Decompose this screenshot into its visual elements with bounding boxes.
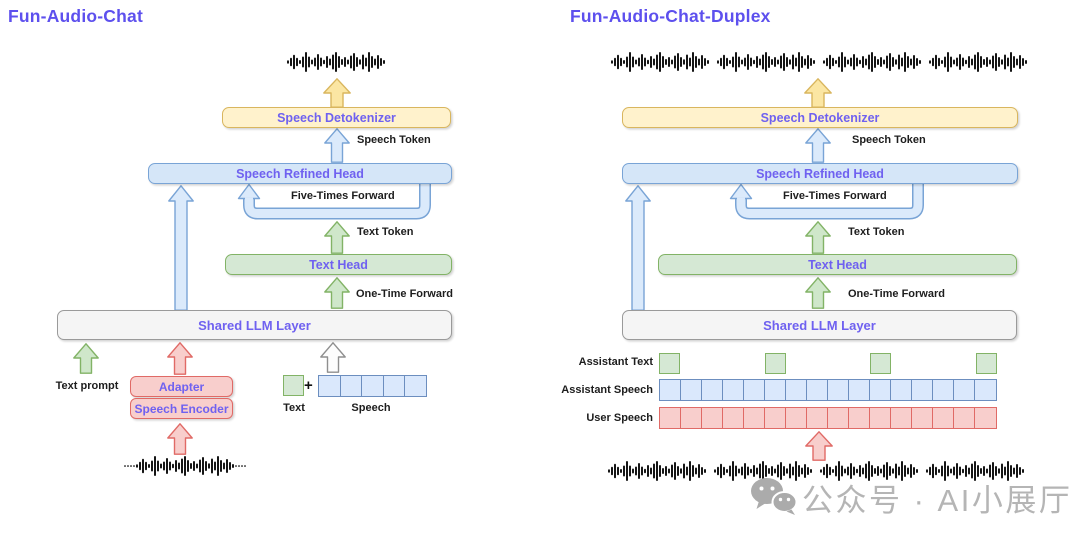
text-head-box: Text Head xyxy=(225,254,452,275)
one-time-forward-arrow xyxy=(324,277,350,309)
token-cell xyxy=(974,407,997,429)
token-cell xyxy=(743,407,766,429)
token-cell xyxy=(848,407,871,429)
waveform-icon xyxy=(124,456,247,476)
assistant-text-token xyxy=(659,353,680,374)
assistant-text-token xyxy=(764,353,786,374)
speech-label: Speech xyxy=(351,402,391,414)
waveform-icon xyxy=(611,52,1028,72)
speech-detokenizer-box: Speech Detokenizer xyxy=(222,107,451,128)
speech-token-row xyxy=(318,375,427,397)
text-prompt-arrow xyxy=(73,343,99,374)
waveform-icon xyxy=(608,461,1025,481)
five-times-loop-arrow xyxy=(729,183,924,220)
speech-token-arrow xyxy=(805,128,831,163)
speech-token-label: Speech Token xyxy=(357,134,431,146)
text-prompt-label: Text prompt xyxy=(55,380,119,392)
watermark-text: 公众号 · AI小展厅 xyxy=(802,483,1073,518)
speech-token-label: Speech Token xyxy=(852,134,926,146)
text-token-arrow xyxy=(805,221,831,254)
token-cell xyxy=(848,379,871,401)
token-cell xyxy=(680,379,703,401)
token-cell xyxy=(806,379,829,401)
wechat-icon xyxy=(751,478,798,515)
token-cell xyxy=(911,379,934,401)
token-cell xyxy=(722,407,745,429)
mic-to-encoder-arrow xyxy=(167,423,193,455)
token-cell xyxy=(785,379,808,401)
five-times-loop-arrow xyxy=(237,183,431,220)
shared-llm-layer-box: Shared LLM Layer xyxy=(622,310,1017,340)
text-token-label: Text Token xyxy=(357,226,414,238)
token-cell xyxy=(869,379,892,401)
token-cell xyxy=(827,379,850,401)
text-label: Text xyxy=(283,402,305,414)
speech-detokenizer-box: Speech Detokenizer xyxy=(622,107,1018,128)
speech-refined-head-box: Speech Refined Head xyxy=(148,163,452,184)
token-cell xyxy=(701,379,724,401)
up-arrow-to-waveform xyxy=(804,78,832,108)
llm-to-refined-head-arrow xyxy=(168,185,194,311)
token-cell xyxy=(953,407,976,429)
token-cell xyxy=(911,407,934,429)
adapter-to-llm-arrow xyxy=(167,342,193,375)
speech-encoder-box: Speech Encoder xyxy=(130,398,233,419)
token-cell xyxy=(869,407,892,429)
speech-refined-head-box: Speech Refined Head xyxy=(622,163,1018,184)
one-time-forward-arrow xyxy=(805,277,831,309)
token-cell xyxy=(890,407,913,429)
token-cell xyxy=(932,407,955,429)
token-cell xyxy=(382,375,406,397)
token-cell xyxy=(974,379,997,401)
shared-llm-layer-box: Shared LLM Layer xyxy=(57,310,452,340)
token-cell xyxy=(806,407,829,429)
assistant-text-token xyxy=(975,353,997,374)
speech-token-arrow xyxy=(324,128,350,163)
token-cell xyxy=(318,375,341,397)
text-token-arrow xyxy=(324,221,350,254)
token-cell xyxy=(701,407,724,429)
token-cell xyxy=(764,379,787,401)
user-speech-row-label: User Speech xyxy=(586,412,653,424)
five-times-forward-label: Five-Times Forward xyxy=(291,190,395,202)
adapter-box: Adapter xyxy=(130,376,233,397)
text-token-square xyxy=(283,375,304,396)
left-diagram-title: Fun-Audio-Chat xyxy=(8,6,143,26)
one-time-forward-label: One-Time Forward xyxy=(356,288,453,300)
token-cell xyxy=(339,375,363,397)
assistant-text-token-row xyxy=(659,353,997,374)
token-cell xyxy=(932,379,955,401)
token-cell xyxy=(743,379,766,401)
right-diagram-title: Fun-Audio-Chat-Duplex xyxy=(570,6,771,26)
token-cell xyxy=(890,379,913,401)
text-head-box: Text Head xyxy=(658,254,1017,275)
token-cell xyxy=(785,407,808,429)
token-cell xyxy=(764,407,787,429)
up-arrow-to-waveform xyxy=(323,78,351,108)
waveform-icon xyxy=(287,52,386,72)
token-cell xyxy=(827,407,850,429)
user-speech-token-row xyxy=(659,407,997,429)
llm-to-refined-head-arrow xyxy=(625,185,651,311)
assistant-speech-row-label: Assistant Speech xyxy=(561,384,653,396)
five-times-forward-label: Five-Times Forward xyxy=(783,190,887,202)
one-time-forward-label: One-Time Forward xyxy=(848,288,945,300)
token-cell xyxy=(659,407,682,429)
token-cell xyxy=(659,379,682,401)
text-token-label: Text Token xyxy=(848,226,905,238)
tokens-to-llm-arrow xyxy=(320,342,346,373)
token-cell xyxy=(361,375,384,397)
token-cell xyxy=(404,375,427,397)
user-speech-input-arrow xyxy=(805,431,833,461)
token-cell xyxy=(953,379,976,401)
assistant-text-row-label: Assistant Text xyxy=(578,356,653,368)
assistant-speech-token-row xyxy=(659,379,997,401)
plus-sign: + xyxy=(304,377,313,394)
token-cell xyxy=(722,379,745,401)
assistant-text-token xyxy=(870,353,892,374)
token-cell xyxy=(680,407,703,429)
